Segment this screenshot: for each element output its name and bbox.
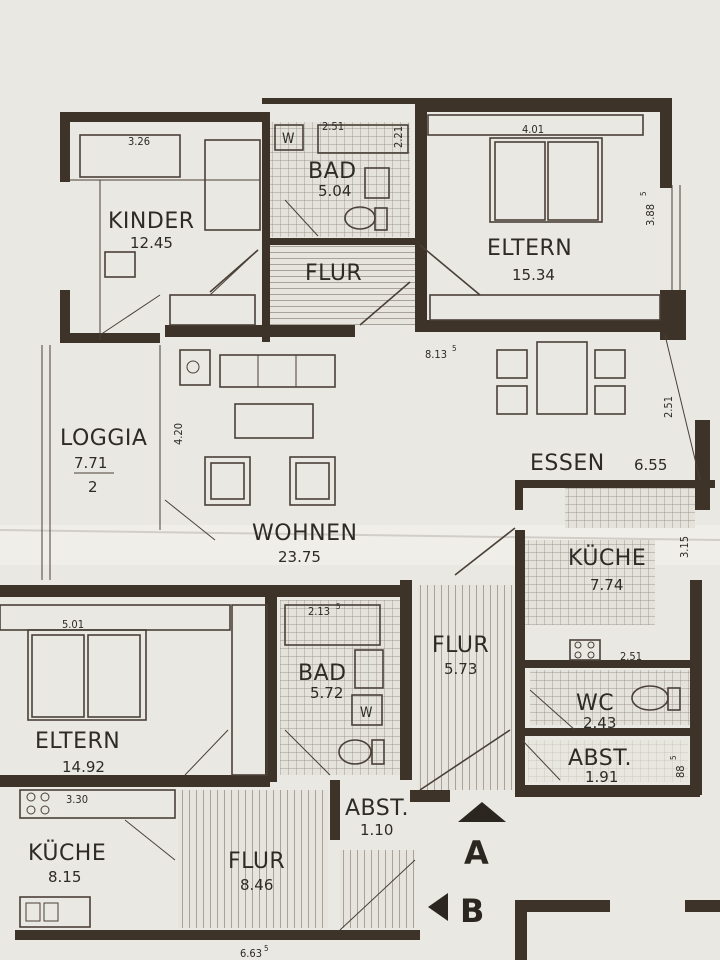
dim-eltern-width: 4.01	[522, 123, 544, 136]
room-flur-bottom-area: 8.46	[240, 876, 273, 894]
room-kueche-bottom-area: 8.15	[48, 868, 81, 886]
room-flur-mid-area: 5.73	[444, 660, 477, 678]
washer-top-label: W	[282, 131, 295, 147]
room-kueche-top-name: KÜCHE	[568, 545, 646, 571]
room-abst-mid-name: ABST.	[345, 796, 409, 821]
dim-kueche-depth: 3.15	[678, 536, 691, 558]
room-wohnen-name: WOHNEN	[252, 521, 357, 546]
room-abst-right-area: 1.91	[585, 768, 618, 786]
room-kinder-area: 12.45	[130, 234, 173, 252]
dining-furniture	[496, 341, 626, 415]
eltern-top-furniture	[427, 114, 661, 321]
dim-abst-depth-sup: 5	[669, 755, 678, 760]
room-essen-name: ESSEN	[530, 451, 605, 476]
room-loggia-name: LOGGIA	[60, 426, 147, 451]
dim-bottom-edge-sup: 5	[264, 944, 269, 953]
dim-living-width-sup: 5	[452, 344, 457, 353]
room-wc-area: 2.43	[583, 714, 616, 732]
dim-bath-tub-top: 2.51	[322, 120, 344, 133]
dim-living-width: 8.13	[425, 348, 447, 361]
room-kinder-name: KINDER	[108, 209, 195, 234]
kinder-furniture	[70, 134, 261, 340]
room-abst-right-name: ABST.	[568, 746, 632, 771]
room-eltern-top-area: 15.34	[512, 266, 555, 284]
room-loggia-divisor: 2	[88, 478, 98, 496]
room-bad-bottom-area: 5.72	[310, 684, 343, 702]
room-kueche-top-area: 7.74	[590, 576, 623, 594]
room-flur-bottom-name: FLUR	[228, 849, 285, 874]
room-eltern-top-name: ELTERN	[487, 236, 572, 261]
dim-abst-depth: 88	[674, 765, 687, 778]
dim-bath-tub-bottom: 2.13	[308, 605, 330, 618]
dim-bath-side-top: 2.21	[392, 126, 405, 148]
room-bad-bottom-name: BAD	[298, 661, 347, 686]
dim-living-depth: 4.20	[172, 423, 185, 445]
room-wohnen-area: 23.75	[278, 548, 321, 566]
dim-bath-tub-bottom-sup: 5	[336, 602, 341, 611]
room-eltern-bottom-area: 14.92	[62, 758, 105, 776]
room-wc-name: WC	[576, 691, 614, 716]
bath-bottom-fixtures	[280, 600, 400, 776]
top-unit-walls	[60, 98, 715, 510]
room-flur-mid-name: FLUR	[432, 633, 489, 658]
dim-kueche-bottom-width: 3.30	[66, 793, 88, 806]
bottom-unit-walls	[0, 530, 720, 960]
dim-bottom-edge: 6.63	[240, 947, 262, 960]
dim-eltern-depth: 3.88	[644, 204, 657, 226]
room-loggia-area: 7.71	[74, 454, 107, 472]
dim-kitchen-counter: 2.51	[620, 650, 642, 663]
living-furniture	[164, 349, 336, 541]
room-abst-mid-area: 1.10	[360, 821, 393, 839]
room-kueche-bottom-name: KÜCHE	[28, 840, 106, 866]
entrance-b-label: B	[460, 892, 484, 930]
dim-kinder-width: 3.26	[128, 135, 150, 148]
washer-bottom-label: W	[360, 705, 373, 721]
dim-eltern-depth-sup: 5	[639, 191, 648, 196]
room-eltern-bottom-name: ELTERN	[35, 729, 120, 754]
dim-eltern-bottom-width: 5.01	[62, 618, 84, 631]
room-bad-top-name: BAD	[308, 159, 357, 184]
room-essen-area: 6.55	[634, 456, 667, 474]
entrance-a-label: A	[464, 834, 489, 872]
kueche-bottom-fixtures	[19, 789, 176, 928]
eltern-bottom-furniture	[0, 604, 268, 776]
dim-essen-depth: 2.51	[662, 396, 675, 418]
room-flur-top-name: FLUR	[305, 261, 362, 286]
bath-top-fixtures	[270, 122, 410, 237]
room-bad-top-area: 5.04	[318, 182, 351, 200]
